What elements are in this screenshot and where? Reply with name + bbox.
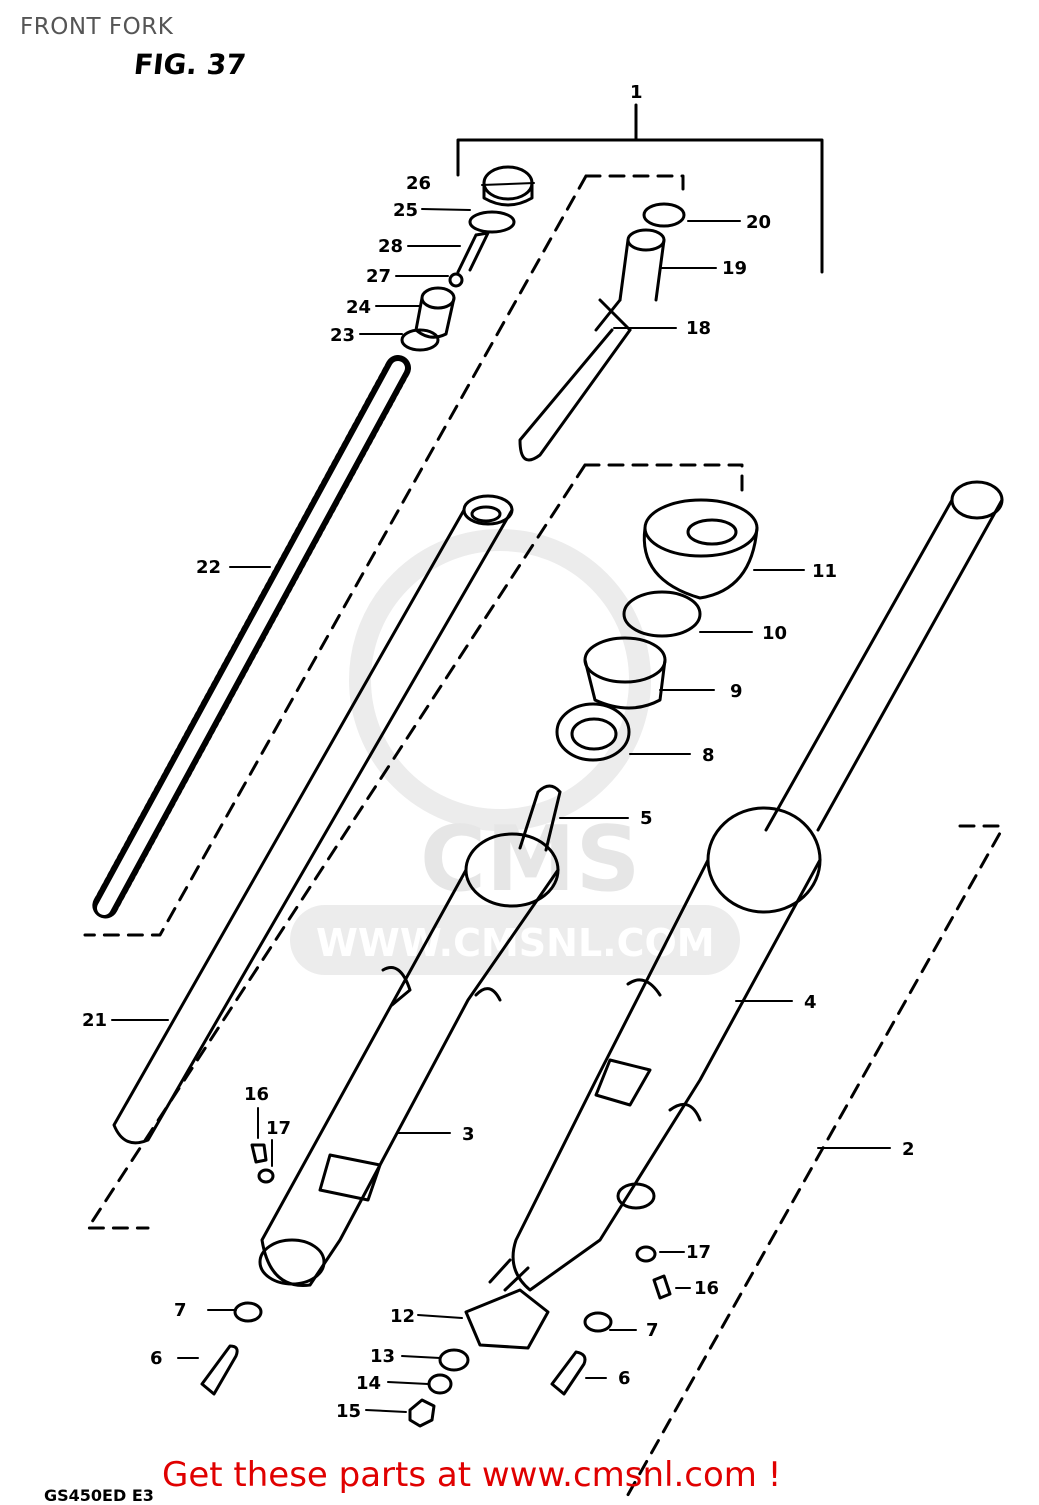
assembly-bracket-1 [456, 138, 824, 274]
callout-22: 22 [196, 557, 221, 578]
callout-1: 1 [630, 82, 643, 103]
nut-15 [408, 1398, 436, 1428]
callout-numbers: 1 2 3 4 5 6 6 7 7 8 9 10 11 12 13 14 15 … [82, 82, 915, 1422]
callout-6b: 6 [618, 1368, 631, 1389]
callout-14: 14 [356, 1373, 381, 1394]
fork-tube-4 [511, 480, 1004, 1292]
ring-25 [468, 210, 516, 234]
washer-13 [438, 1348, 470, 1372]
callout-28: 28 [378, 236, 403, 257]
washer-14 [427, 1373, 453, 1395]
callout-17b: 17 [686, 1242, 711, 1263]
page-title: FRONT FORK [20, 14, 174, 40]
leader-lines [111, 182, 891, 1413]
callout-16b: 16 [694, 1278, 719, 1299]
callout-11: 11 [812, 561, 837, 582]
callout-19: 19 [722, 258, 747, 279]
washer-27 [448, 272, 464, 288]
callout-4: 4 [804, 992, 817, 1013]
valve-28 [456, 231, 490, 274]
outer-tube-3 [258, 832, 560, 1287]
washer-7b [583, 1311, 613, 1333]
callout-2: 2 [902, 1139, 915, 1160]
seal-spacer-8 [555, 702, 631, 762]
circlip-10 [622, 590, 702, 638]
watermark-brand: CMS [420, 807, 640, 912]
callout-8: 8 [702, 745, 715, 766]
callout-12: 12 [390, 1306, 415, 1327]
callout-3: 3 [462, 1124, 475, 1145]
damper-rod-5 [518, 784, 562, 852]
callout-18: 18 [686, 318, 711, 339]
callout-24: 24 [346, 297, 371, 318]
callout-7b: 7 [646, 1320, 659, 1341]
diagram-code: GS450ED E3 [44, 1486, 154, 1505]
callout-21: 21 [82, 1010, 107, 1031]
watermark-url: WWW.CMSNL.COM [316, 921, 715, 965]
washer-17b [635, 1245, 657, 1263]
callout-25: 25 [393, 200, 418, 221]
callout-9: 9 [730, 681, 743, 702]
axle-holder-12 [464, 1258, 550, 1350]
damper-tube-21 [112, 494, 514, 1145]
callout-7a: 7 [174, 1300, 187, 1321]
bolt-6a [200, 1344, 239, 1396]
spring-22 [91, 355, 411, 921]
callout-15: 15 [336, 1401, 361, 1422]
oil-seal-9 [583, 636, 667, 710]
washer-7a [233, 1301, 263, 1323]
callout-20: 20 [746, 212, 771, 233]
oring-23 [400, 328, 440, 352]
callout-13: 13 [370, 1346, 395, 1367]
callout-17a: 17 [266, 1118, 291, 1139]
callout-27: 27 [366, 266, 391, 287]
fork-cap-26 [482, 165, 534, 207]
callout-23: 23 [330, 325, 355, 346]
rebound-spring-18 [518, 298, 632, 462]
bolt-6b [550, 1350, 587, 1396]
watermark: CMS WWW.CMSNL.COM [290, 529, 740, 975]
promo-link[interactable]: Get these parts at www.cmsnl.com ! [162, 1455, 782, 1495]
callout-26: 26 [406, 173, 431, 194]
callout-5: 5 [640, 808, 653, 829]
ring-20 [642, 202, 686, 228]
piston-19 [618, 228, 666, 302]
callout-10: 10 [762, 623, 787, 644]
dust-seal-11 [642, 498, 759, 600]
callout-16a: 16 [244, 1084, 269, 1105]
washer-17a [257, 1168, 275, 1184]
callout-6a: 6 [150, 1348, 163, 1369]
bolt-16a [250, 1143, 268, 1164]
dashed-frame-inner [83, 174, 744, 1230]
bolt-16b [652, 1274, 672, 1300]
